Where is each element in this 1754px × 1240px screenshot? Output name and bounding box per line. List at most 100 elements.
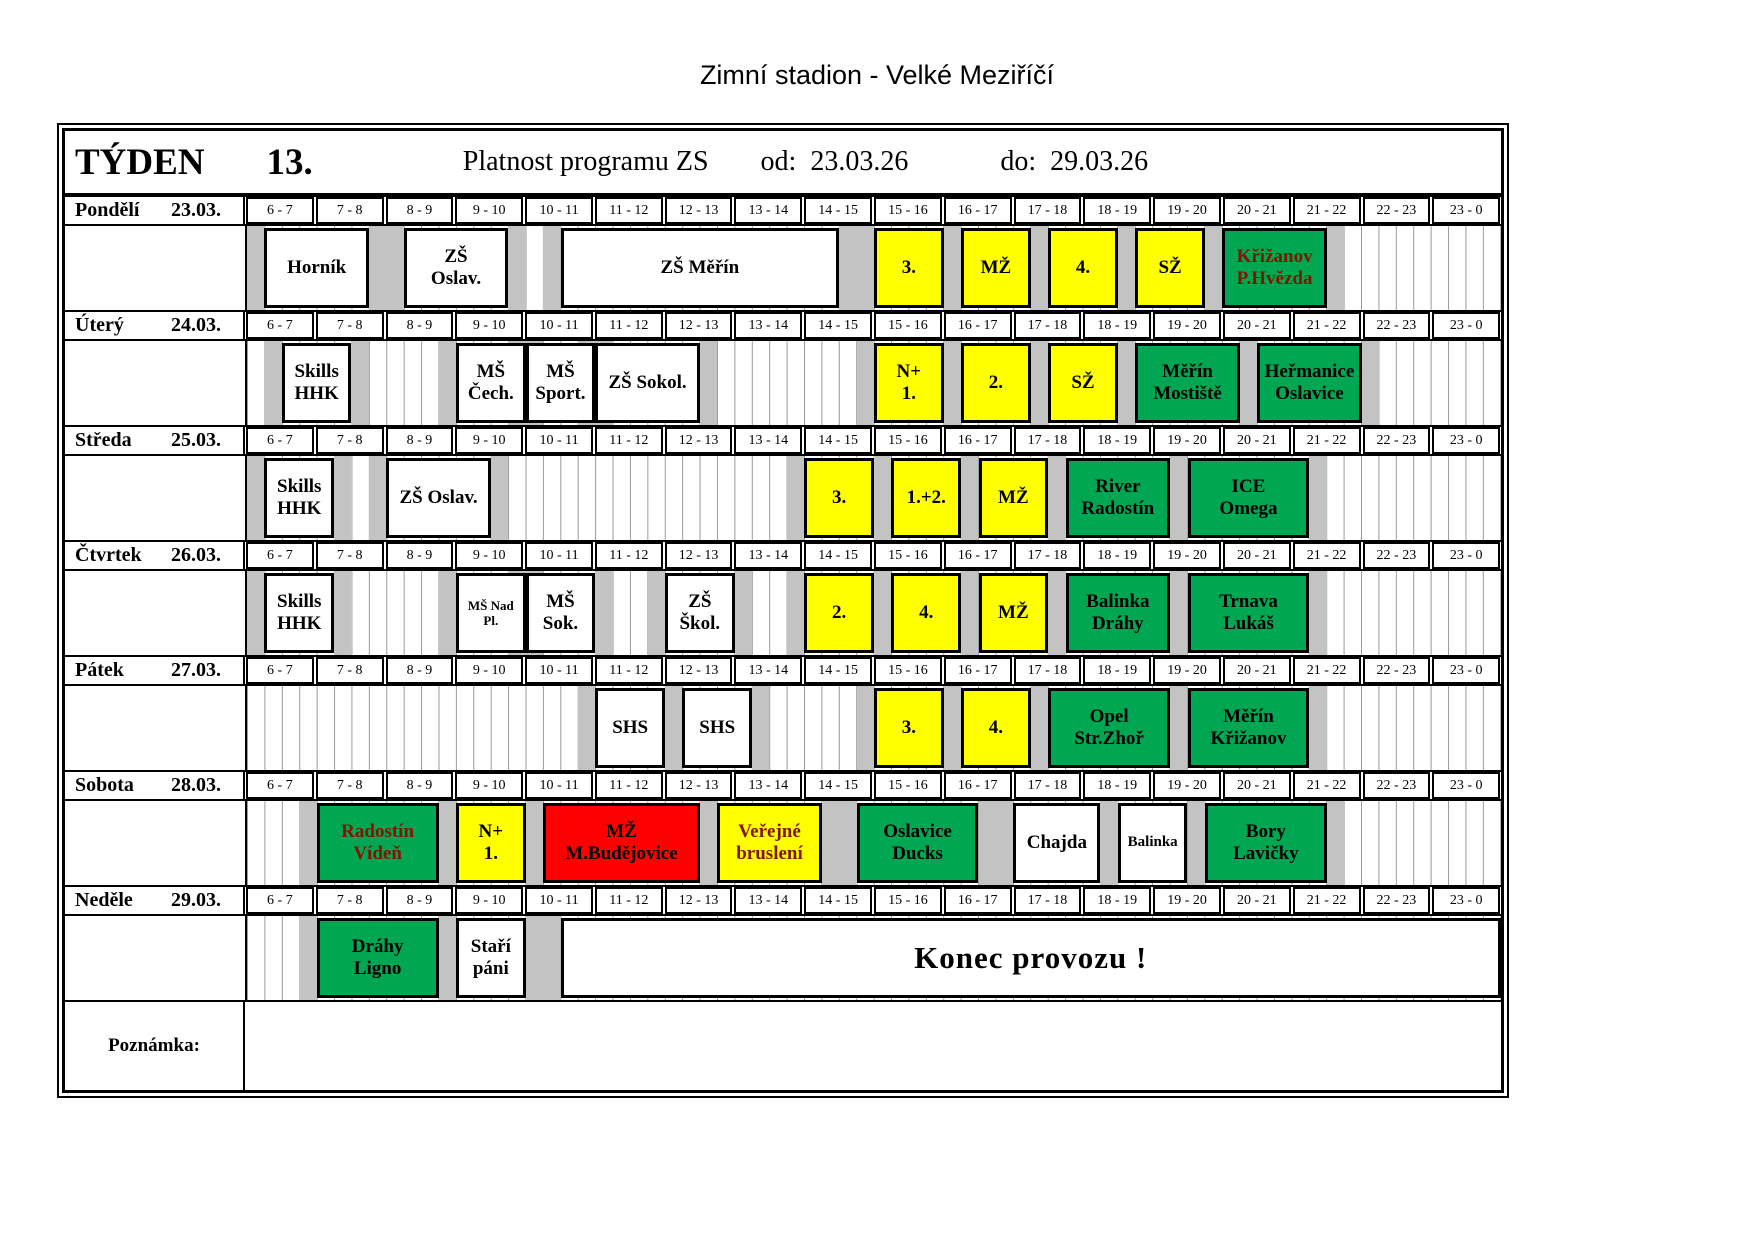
- resurfacing-bar: [1326, 801, 1345, 885]
- time-slot-label: 14 - 15: [804, 772, 873, 799]
- time-slot-label: 17 - 18: [1013, 657, 1082, 684]
- resurfacing-bar: [247, 226, 265, 310]
- event-block: Chajda: [1013, 803, 1101, 883]
- page-title: Zimní stadion - Velké Meziříčí: [699, 60, 1055, 90]
- day-events-left-spacer: [65, 686, 247, 770]
- time-slot-label: 21 - 22: [1292, 772, 1361, 799]
- event-label-line: Horník: [287, 256, 347, 278]
- event-block: 3.: [804, 458, 874, 538]
- event-block: Balinka: [1117, 803, 1188, 883]
- event-label-line: Lavičky: [1233, 843, 1299, 864]
- event-label-line: Skills: [277, 590, 322, 612]
- time-slot-label: 8 - 9: [385, 427, 454, 454]
- day-name: Středa: [75, 429, 132, 451]
- time-slot-label: 13 - 14: [734, 197, 803, 224]
- event-label-line: MŽ: [998, 601, 1029, 623]
- time-slot-label: 8 - 9: [385, 197, 454, 224]
- time-slot-label: 21 - 22: [1292, 312, 1361, 339]
- event-label-line: Dráhy: [1091, 613, 1144, 634]
- resurfacing-bar: [1030, 686, 1049, 770]
- time-slot-label: 17 - 18: [1013, 542, 1082, 569]
- time-slot-label: 10 - 11: [525, 542, 593, 569]
- event-label-line: ZŠ Měřín: [660, 256, 740, 278]
- time-slot-label: 13 - 14: [734, 312, 803, 339]
- time-slot-label: 18 - 19: [1083, 887, 1152, 914]
- event-label-line: Čech.: [467, 383, 514, 404]
- event-label-line: Opel: [1089, 705, 1129, 727]
- time-slot-label: 15 - 16: [874, 657, 942, 684]
- time-slot-label: 17 - 18: [1013, 772, 1082, 799]
- time-slot-label: 20 - 21: [1222, 312, 1291, 339]
- event-label-line: ZŠ: [444, 245, 468, 267]
- event-block: SHS: [595, 688, 665, 768]
- time-slot-label: 10 - 11: [525, 312, 593, 339]
- resurfacing-bar: [1204, 226, 1223, 310]
- time-slot-label: 8 - 9: [385, 772, 454, 799]
- event-label-line: ZŠ Sokol.: [608, 371, 687, 393]
- event-label-line: Chajda: [1026, 831, 1087, 853]
- event-label-line: Měřín: [1223, 705, 1274, 727]
- resurfacing-bar: [943, 341, 962, 425]
- event-label-line: SŽ: [1071, 371, 1095, 393]
- time-slot-label: 17 - 18: [1013, 427, 1082, 454]
- event-block: N+1.: [456, 803, 526, 883]
- time-slot-label: 22 - 23: [1362, 542, 1431, 569]
- time-slot-label: 17 - 18: [1013, 197, 1082, 224]
- resurfacing-bar: [1170, 571, 1188, 655]
- resurfacing-bar: [438, 571, 456, 655]
- event-label-line: Skills: [277, 475, 322, 497]
- time-slot-label: 15 - 16: [874, 427, 942, 454]
- time-slot-label: 11 - 12: [594, 772, 663, 799]
- time-slot-label: 10 - 11: [525, 772, 593, 799]
- resurfacing-bar: [821, 801, 840, 885]
- event-label-line: bruslení: [736, 843, 803, 864]
- resurfacing-bar: [995, 801, 1014, 885]
- event-block: SŽ: [1135, 228, 1205, 308]
- event-label-line: Lukáš: [1223, 613, 1274, 634]
- resurfacing-bar: [577, 686, 596, 770]
- time-slot-label: 7 - 8: [315, 197, 384, 224]
- resurfacing-bar: [299, 916, 317, 1000]
- resurfacing-bar: [490, 456, 509, 540]
- time-slot-label: 16 - 17: [943, 197, 1012, 224]
- event-label-line: Ligno: [353, 958, 402, 979]
- time-slot-label: 7 - 8: [315, 887, 384, 914]
- day-name: Sobota: [75, 774, 134, 796]
- event-label-line: Konec provozu !: [914, 939, 1148, 975]
- event-label-line: N+: [478, 820, 504, 842]
- event-block: Horník: [264, 228, 369, 308]
- resurfacing-bar: [1048, 571, 1066, 655]
- time-slot-label: 10 - 11: [525, 427, 593, 454]
- event-label-line: Staří: [470, 935, 511, 957]
- event-label-line: P.Hvězda: [1236, 268, 1313, 289]
- event-label-line: SŽ: [1158, 256, 1182, 278]
- event-label-line: Omega: [1219, 498, 1278, 519]
- event-label-line: Měřín: [1162, 360, 1213, 382]
- time-slot-label: 15 - 16: [874, 542, 942, 569]
- time-slot-label: 14 - 15: [804, 887, 873, 914]
- valid-from-label: od:: [760, 146, 797, 177]
- time-slot-label: 8 - 9: [385, 657, 454, 684]
- resurfacing-bar: [1100, 801, 1118, 885]
- event-block: 4.: [891, 573, 962, 653]
- resurfacing-bar: [543, 916, 561, 1000]
